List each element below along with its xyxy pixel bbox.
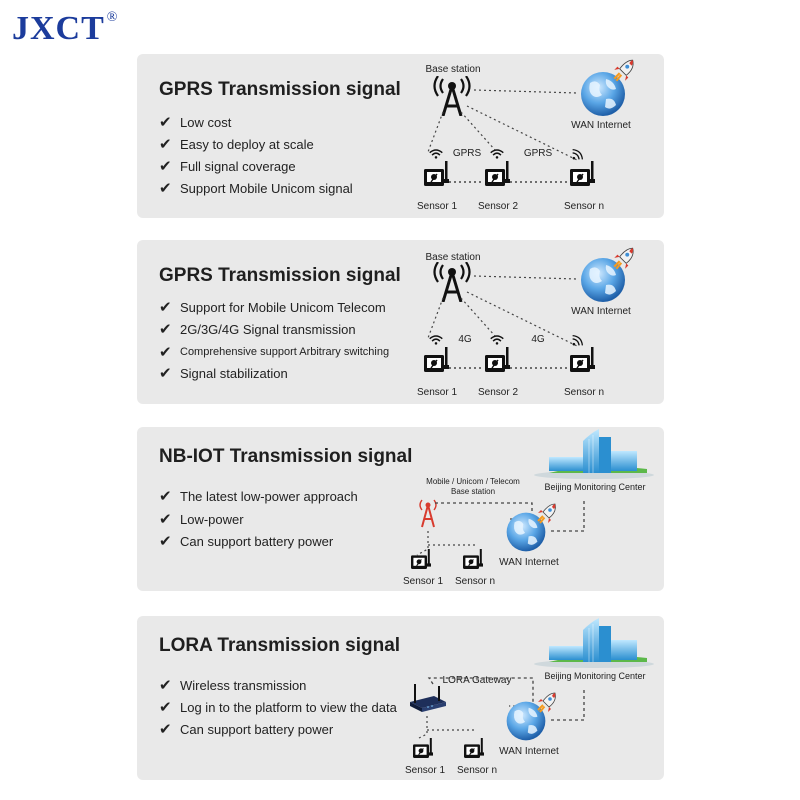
feature-item: ✔Low-power	[159, 511, 244, 528]
panel-title: NB-IOT Transmission signal	[159, 446, 413, 467]
internet-label: WAN Internet	[571, 306, 631, 317]
panel-title: LORA Transmission signal	[159, 635, 401, 656]
sensor-device-icon	[424, 161, 450, 187]
check-icon: ✔	[159, 721, 172, 738]
sensor-label: Sensor 1	[405, 765, 445, 776]
feature-item: ✔Signal stabilization	[159, 365, 288, 382]
sensor-label: Sensor 1	[417, 201, 457, 212]
feature-item: ✔2G/3G/4G Signal transmission	[159, 321, 356, 338]
check-icon: ✔	[159, 344, 172, 361]
check-icon: ✔	[159, 136, 172, 153]
sensor-label: Sensor 2	[478, 387, 518, 398]
feature-item: ✔Can support battery power	[159, 533, 334, 550]
sensor-label: Sensor 1	[403, 576, 443, 587]
check-icon: ✔	[159, 299, 172, 316]
router-icon	[410, 684, 446, 712]
sensor-device-icon	[570, 347, 596, 373]
wifi-signal-icon	[428, 335, 444, 345]
feature-item: ✔The latest low-power approach	[159, 488, 358, 505]
check-icon: ✔	[159, 699, 172, 716]
sensor-device-icon	[411, 549, 432, 570]
base-station-label: Base station	[451, 487, 495, 496]
antenna-tower-icon	[419, 499, 437, 528]
panel-title: GPRS Transmission signal	[159, 265, 401, 286]
sensor-label: Sensor 1	[417, 387, 457, 398]
check-icon: ✔	[159, 114, 172, 131]
sensor-label: Sensor n	[564, 201, 604, 212]
panel-gprs-4g: GPRS Transmission signal ✔Support for Mo…	[137, 240, 664, 404]
sensor-label: Sensor n	[455, 576, 495, 587]
wifi-signal-icon	[489, 335, 505, 345]
brand-logo: JXCT®	[12, 10, 118, 48]
sensor-device-icon	[424, 347, 450, 373]
feature-item: ✔Log in to the platform to view the data	[159, 699, 397, 716]
panel-lora: LORA Transmission signal ✔Wireless trans…	[137, 616, 664, 780]
wifi-signal-icon	[571, 148, 584, 161]
center-label: Beijing Monitoring Center	[544, 482, 645, 492]
feature-item: ✔Wireless transmission	[159, 677, 307, 694]
sensor-device-icon	[413, 738, 434, 759]
link-label: GPRS	[524, 148, 553, 159]
internet-label: WAN Internet	[571, 120, 631, 131]
antenna-tower-icon	[433, 76, 471, 116]
sensor-label: Sensor n	[564, 387, 604, 398]
feature-item: ✔Comprehensive support Arbitrary switchi…	[159, 344, 390, 361]
check-icon: ✔	[159, 511, 172, 528]
sensor-device-icon	[570, 161, 596, 187]
base-station-label: Base station	[425, 252, 480, 263]
building-icon	[533, 618, 655, 668]
feature-item: ✔Easy to deploy at scale	[159, 136, 314, 153]
wifi-signal-icon	[571, 334, 584, 347]
building-icon	[533, 429, 655, 479]
internet-label: WAN Internet	[499, 746, 559, 757]
check-icon: ✔	[159, 365, 172, 382]
check-icon: ✔	[159, 677, 172, 694]
base-station-label: Base station	[425, 64, 480, 75]
sensor-label: Sensor 2	[478, 201, 518, 212]
sensor-device-icon	[485, 347, 511, 373]
antenna-tower-icon	[433, 262, 471, 302]
check-icon: ✔	[159, 533, 172, 550]
brand-name: JXCT	[12, 10, 105, 47]
gateway-label: LORA Gateway	[443, 675, 512, 686]
nb-iot-network-diagram: Beijing Monitoring Center Mobile / Unico…	[403, 429, 655, 587]
panel-gprs: GPRS Transmission signal ✔Low cost ✔Easy…	[137, 54, 664, 218]
check-icon: ✔	[159, 180, 172, 197]
feature-item: ✔Support for Mobile Unicom Telecom	[159, 299, 386, 316]
gprs-network-diagram: Base station WAN Internet GPRS GPRS Sens…	[417, 59, 635, 212]
wifi-signal-icon	[428, 149, 444, 159]
globe-icon	[581, 258, 625, 302]
feature-item: ✔Low cost	[159, 114, 232, 131]
center-label: Beijing Monitoring Center	[544, 671, 645, 681]
link-label: 4G	[458, 334, 472, 345]
internet-label: WAN Internet	[499, 557, 559, 568]
sensor-device-icon	[464, 738, 485, 759]
gprs-4g-network-diagram: Base station WAN Internet 4G 4G Sensor 1…	[417, 247, 635, 398]
lora-network-diagram: Beijing Monitoring Center LORA Gateway W…	[405, 618, 655, 776]
sensor-label: Sensor n	[457, 765, 497, 776]
registered-mark: ®	[106, 9, 119, 25]
sensor-device-icon	[485, 161, 511, 187]
panel-title: GPRS Transmission signal	[159, 79, 401, 100]
feature-item: ✔Support Mobile Unicom signal	[159, 180, 353, 197]
check-icon: ✔	[159, 158, 172, 175]
link-label: GPRS	[453, 148, 482, 159]
base-station-label: Mobile / Unicom / Telecom	[426, 477, 520, 486]
check-icon: ✔	[159, 488, 172, 505]
feature-item: ✔Full signal coverage	[159, 158, 296, 175]
link-label: 4G	[531, 334, 545, 345]
sensor-device-icon	[463, 549, 484, 570]
wifi-signal-icon	[489, 149, 505, 159]
check-icon: ✔	[159, 321, 172, 338]
panel-nb-iot: NB-IOT Transmission signal ✔The latest l…	[137, 427, 664, 591]
feature-item: ✔Can support battery power	[159, 721, 334, 738]
